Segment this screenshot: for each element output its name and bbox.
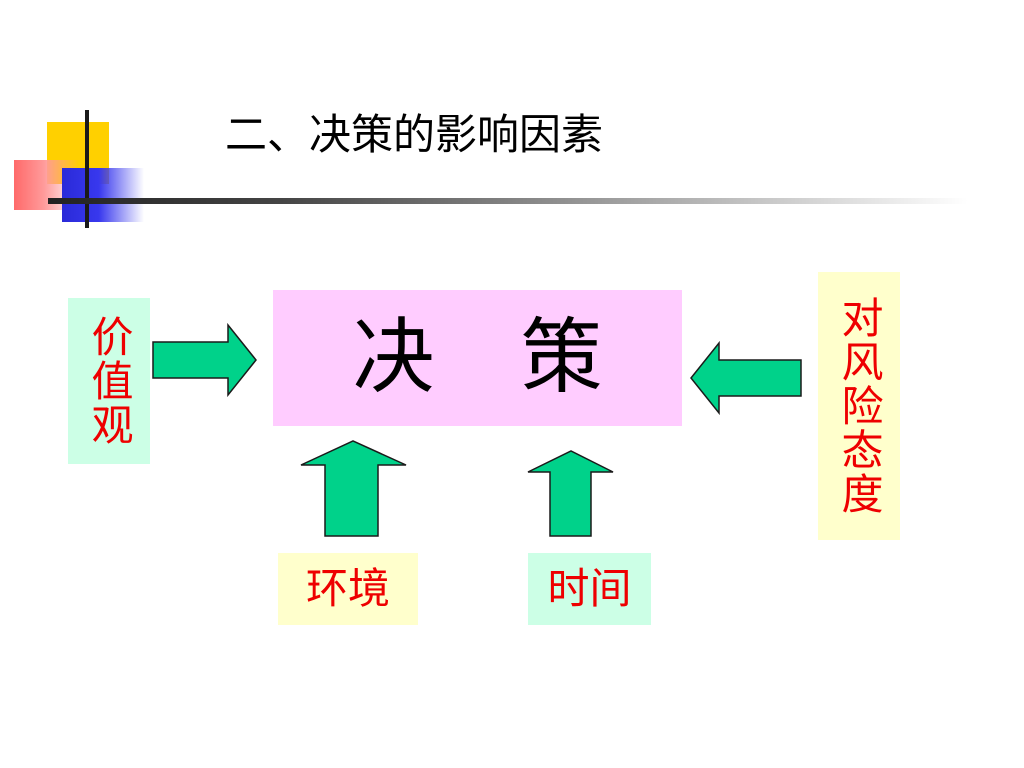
title-underline [48,198,968,204]
environment-label: 环境 [305,564,390,613]
risk-attitude-box: 对风险态度 [818,272,900,540]
left-arrow-icon [690,340,802,416]
decision-box: 决 策 [273,290,682,426]
environment-box: 环境 [278,553,418,625]
time-label: 时间 [547,564,632,613]
slide-title: 二、决策的影响因素 [225,110,604,159]
up-arrow-icon [527,450,614,537]
right-arrow-icon [152,322,257,398]
risk-attitude-label: 对风险态度 [835,296,884,516]
values-label: 价值观 [85,315,134,447]
time-box: 时间 [528,553,651,625]
ornament-vertical-line [85,110,89,228]
up-arrow-icon [300,440,407,537]
ornament-blue-block [62,168,144,222]
decision-label: 决 策 [352,310,633,405]
values-box: 价值观 [68,298,150,464]
